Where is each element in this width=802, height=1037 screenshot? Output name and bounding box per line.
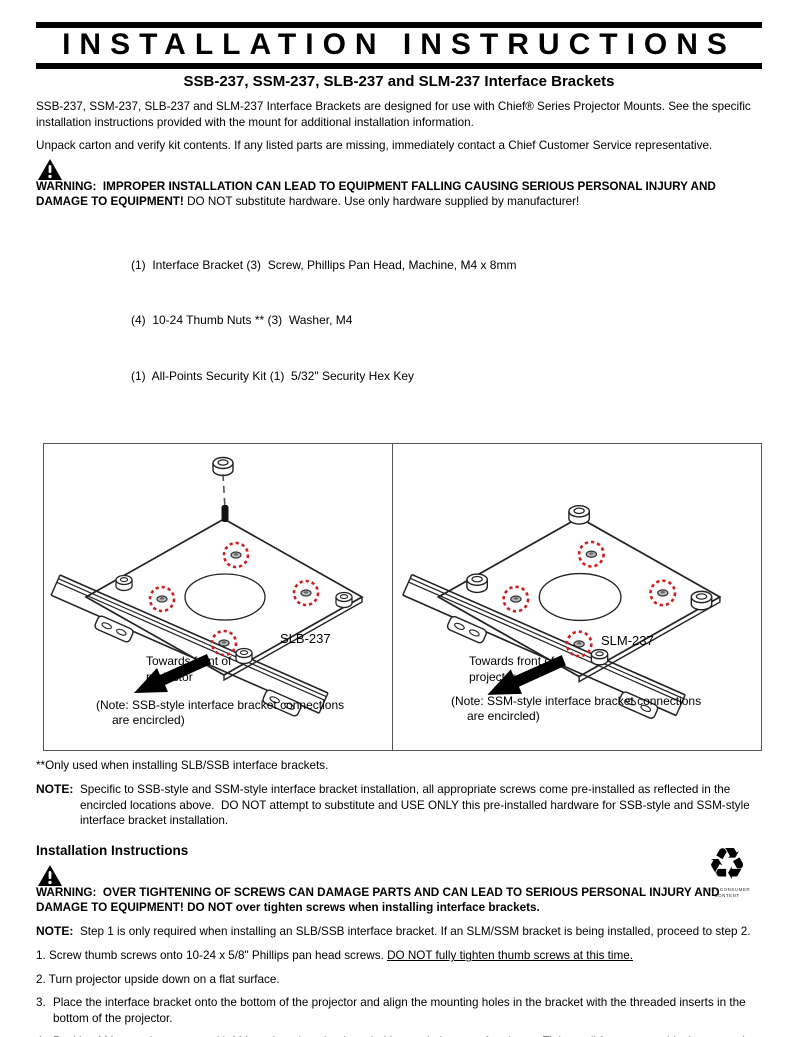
recycle-symbol: ♻ POST CONSUMER CONTENT <box>692 843 762 899</box>
step-2: 2. Turn projector upside down on a flat … <box>36 972 762 987</box>
step-3: 3. Place the interface bracket onto the … <box>36 995 762 1026</box>
warning-rest-1: DO NOT substitute hardware. Use only har… <box>183 195 580 209</box>
warning-label-1: WARNING: <box>36 179 97 193</box>
arrow-caption-left: Towards front of projector <box>146 654 232 684</box>
step-text: Turn projector upside down on a flat sur… <box>48 972 280 986</box>
step-number: 2. <box>36 972 46 986</box>
diagram-slb-237: SLB-237 Towards front of projector (Note… <box>44 444 393 751</box>
warning-triangle-icon <box>38 158 62 180</box>
page-title: INSTALLATION INSTRUCTIONS <box>62 28 736 61</box>
section-heading: Installation Instructions <box>36 842 189 858</box>
warning-text-1: WARNING: IMPROPER INSTALLATION CAN LEAD … <box>36 179 762 210</box>
bracket-label-slm: SLM-237 <box>601 633 654 649</box>
warning-bold-1: IMPROPER INSTALLATION CAN LEAD TO EQUIPM… <box>36 179 716 209</box>
parts-list: (1) Interface Bracket (3) Screw, Phillip… <box>131 218 762 423</box>
warning-block-2: WARNING: OVER TIGHTENING OF SCREWS CAN D… <box>36 864 762 916</box>
step-1: 1. Screw thumb screws onto 10-24 x 5/8" … <box>36 948 762 963</box>
note-preinstalled: NOTE: Specific to SSB-style and SSM-styl… <box>36 782 762 828</box>
intro-paragraph-1: SSB-237, SSM-237, SLB-237 and SLM-237 In… <box>36 100 751 129</box>
slb-237-bracket-drawing <box>44 456 392 750</box>
step-text: Screw thumb screws onto 10-24 x 5/8" Phi… <box>49 949 388 963</box>
step-4: 4. Position M4 mounting screws with M4 w… <box>36 1034 762 1037</box>
parts-line-1: (1) Interface Bracket (3) Screw, Phillip… <box>131 257 517 272</box>
note-label: NOTE: <box>36 782 74 797</box>
thumb-nut-footnote: **Only used when installing SLB/SSB inte… <box>36 759 329 773</box>
note-text: Step 1 is only required when installing … <box>80 925 751 939</box>
diagram-note-left: (Note: SSB-style interface bracket conne… <box>96 698 345 728</box>
step-text: Position M4 mounting screws with M4 wash… <box>53 1034 762 1037</box>
step-underlined-text: DO NOT fully tighten thumb screws at thi… <box>387 949 634 963</box>
page-subtitle: SSB-237, SSM-237, SLB-237 and SLM-237 In… <box>183 72 615 90</box>
header-rule-top <box>36 22 762 28</box>
warning-label-2: WARNING: <box>36 885 97 899</box>
recycle-arc-text: POST CONSUMER CONTENT <box>703 887 751 898</box>
thumb-nut-exploded <box>212 456 234 523</box>
arrow-caption-right: Towards front of projector <box>469 654 555 684</box>
step-number: 1. <box>36 949 46 963</box>
bracket-label-slb: SLB-237 <box>280 631 331 647</box>
note-label: NOTE: <box>36 924 74 939</box>
parts-line-2: (4) 10-24 Thumb Nuts ** (3) Washer, M4 <box>131 313 353 328</box>
note-step1: NOTE: Step 1 is only required when insta… <box>36 924 762 940</box>
step-number: 4. <box>36 1034 53 1037</box>
header-rule-bottom <box>36 62 762 69</box>
diagram-note-right: (Note: SSM-style interface bracket conne… <box>451 694 702 724</box>
warning-block-1: WARNING: IMPROPER INSTALLATION CAN LEAD … <box>36 158 762 210</box>
note-text: Specific to SSB-style and SSM-style inte… <box>80 783 753 828</box>
intro-paragraph-2: Unpack carton and verify kit contents. I… <box>36 139 713 153</box>
warning-text-2: WARNING: OVER TIGHTENING OF SCREWS CAN D… <box>36 885 762 916</box>
warning-triangle-icon <box>38 864 62 886</box>
step-text: Place the interface bracket onto the bot… <box>53 996 746 1025</box>
diagram-box: SLB-237 Towards front of projector (Note… <box>43 443 762 752</box>
step-number: 3. <box>36 996 46 1010</box>
recycle-icon: ♻ <box>707 840 747 889</box>
parts-line-3: (1) All-Points Security Kit (1) 5/32" Se… <box>131 369 415 384</box>
diagram-slm-237: SLM-237 Towards front of projector (Note… <box>393 444 761 750</box>
warning-bold-2: OVER TIGHTENING OF SCREWS CAN DAMAGE PAR… <box>36 885 720 915</box>
